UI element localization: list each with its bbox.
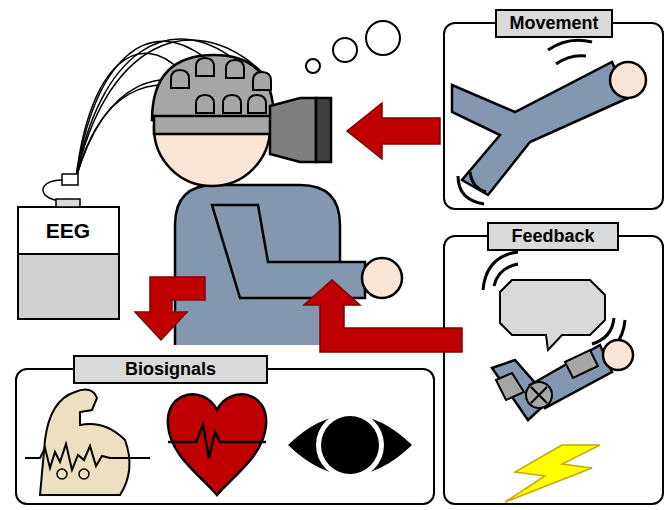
thought-bubble — [333, 38, 357, 62]
electrode — [196, 95, 214, 113]
moving-arm — [452, 62, 628, 195]
exo-upper-arm — [492, 360, 550, 420]
eye-iris-ring — [316, 411, 384, 479]
feedback-box: Feedback — [443, 235, 664, 505]
exo-joint — [526, 382, 552, 408]
eye-outline — [288, 415, 412, 475]
motion-line — [548, 40, 592, 50]
vr-visor — [270, 98, 316, 162]
person-hand — [362, 258, 402, 298]
person-head — [154, 70, 270, 186]
output-arrow — [135, 277, 205, 340]
biosignals-box: Biosignals — [15, 368, 435, 505]
input-arrow — [347, 103, 440, 159]
emg-electrode — [79, 469, 89, 479]
wire — [76, 85, 205, 178]
exo-brace — [496, 373, 524, 400]
eeg-device: EEG — [17, 206, 120, 320]
wire-connector — [62, 174, 78, 185]
muscle-arm — [40, 390, 129, 495]
emg-electrode — [57, 469, 67, 479]
sound-waves — [483, 252, 625, 356]
box-heading: Feedback — [487, 222, 619, 251]
motion-line — [458, 176, 484, 204]
sound-wave — [592, 320, 625, 356]
thought-bubble — [306, 59, 320, 73]
vr-lens — [316, 98, 331, 162]
electrode — [223, 95, 241, 113]
electrode — [196, 58, 214, 76]
eye-pupil — [321, 416, 379, 474]
motion-line — [556, 56, 586, 64]
emg-trace — [25, 444, 150, 470]
device-label: EEG — [19, 208, 117, 254]
eeg-cap — [152, 55, 274, 120]
sound-wave — [494, 264, 518, 286]
sound-wave — [483, 252, 518, 290]
feedback-arrow — [304, 280, 462, 352]
wire — [76, 39, 235, 178]
wire — [76, 41, 205, 178]
heart — [168, 394, 266, 495]
exo-hand — [603, 340, 633, 370]
motion-line — [470, 172, 486, 192]
sound-wave — [592, 318, 614, 344]
ecg-trace — [168, 425, 266, 458]
exo-joint-cross — [531, 387, 547, 403]
box-heading: Movement — [495, 9, 613, 38]
exo-forearm — [530, 345, 612, 408]
wire — [43, 180, 62, 201]
electrode — [253, 72, 271, 90]
electrode — [248, 95, 266, 113]
speech-bubble — [500, 280, 605, 350]
wire — [76, 79, 232, 178]
electrode — [171, 70, 189, 88]
wire — [76, 40, 262, 178]
electrode — [226, 60, 244, 78]
eeg-plug — [56, 199, 80, 207]
exo-brace — [565, 350, 598, 378]
moving-hand — [610, 62, 646, 98]
electrode-wires — [43, 39, 262, 201]
motion-lines — [458, 40, 592, 204]
box-heading: Biosignals — [73, 355, 268, 384]
headset-band — [154, 116, 274, 134]
thought-bubble — [366, 21, 400, 55]
person-arm — [212, 205, 365, 298]
movement-box: Movement — [443, 22, 664, 210]
electrodes — [171, 58, 271, 113]
person-body — [175, 185, 340, 345]
wire — [76, 53, 180, 178]
lightning-bolt — [505, 445, 600, 502]
